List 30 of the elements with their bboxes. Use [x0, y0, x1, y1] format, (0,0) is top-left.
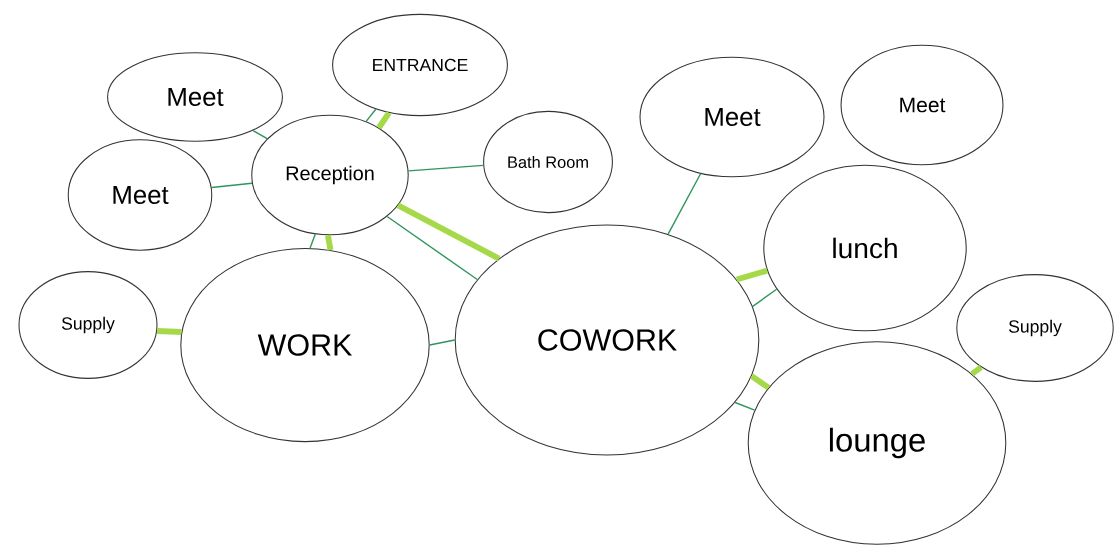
space-bubble: Supply — [18, 271, 158, 379]
connector-line — [376, 111, 392, 130]
space-bubble: lunch — [763, 164, 967, 332]
space-bubble: Bath Room — [483, 110, 613, 214]
connector-line — [386, 215, 478, 281]
connector-line — [734, 401, 756, 411]
connector-line — [252, 129, 268, 140]
connector-line — [157, 328, 182, 335]
space-bubble: Meet — [639, 56, 825, 178]
connector-line — [429, 339, 456, 346]
connector-line — [309, 233, 316, 249]
connector-line — [365, 108, 377, 123]
connector-line — [970, 364, 983, 377]
space-bubble: lounge — [747, 341, 1007, 545]
connector-line — [667, 173, 702, 235]
connector-line — [210, 182, 253, 189]
space-bubble: Reception — [251, 114, 409, 236]
connector-line — [752, 288, 778, 308]
space-bubble: WORK — [180, 247, 430, 443]
space-bubble: Supply — [956, 274, 1114, 382]
connector-line — [750, 373, 771, 391]
space-bubble: Meet — [107, 52, 283, 142]
space-bubble: COWORK — [454, 224, 760, 456]
connector-line — [735, 267, 768, 283]
space-bubble: Meet — [67, 139, 213, 251]
connector-line — [407, 164, 484, 172]
connector-line — [396, 202, 501, 262]
space-bubble: Meet — [840, 44, 1004, 166]
space-bubble: ENTRANCE — [332, 13, 508, 117]
connector-line — [325, 234, 334, 251]
